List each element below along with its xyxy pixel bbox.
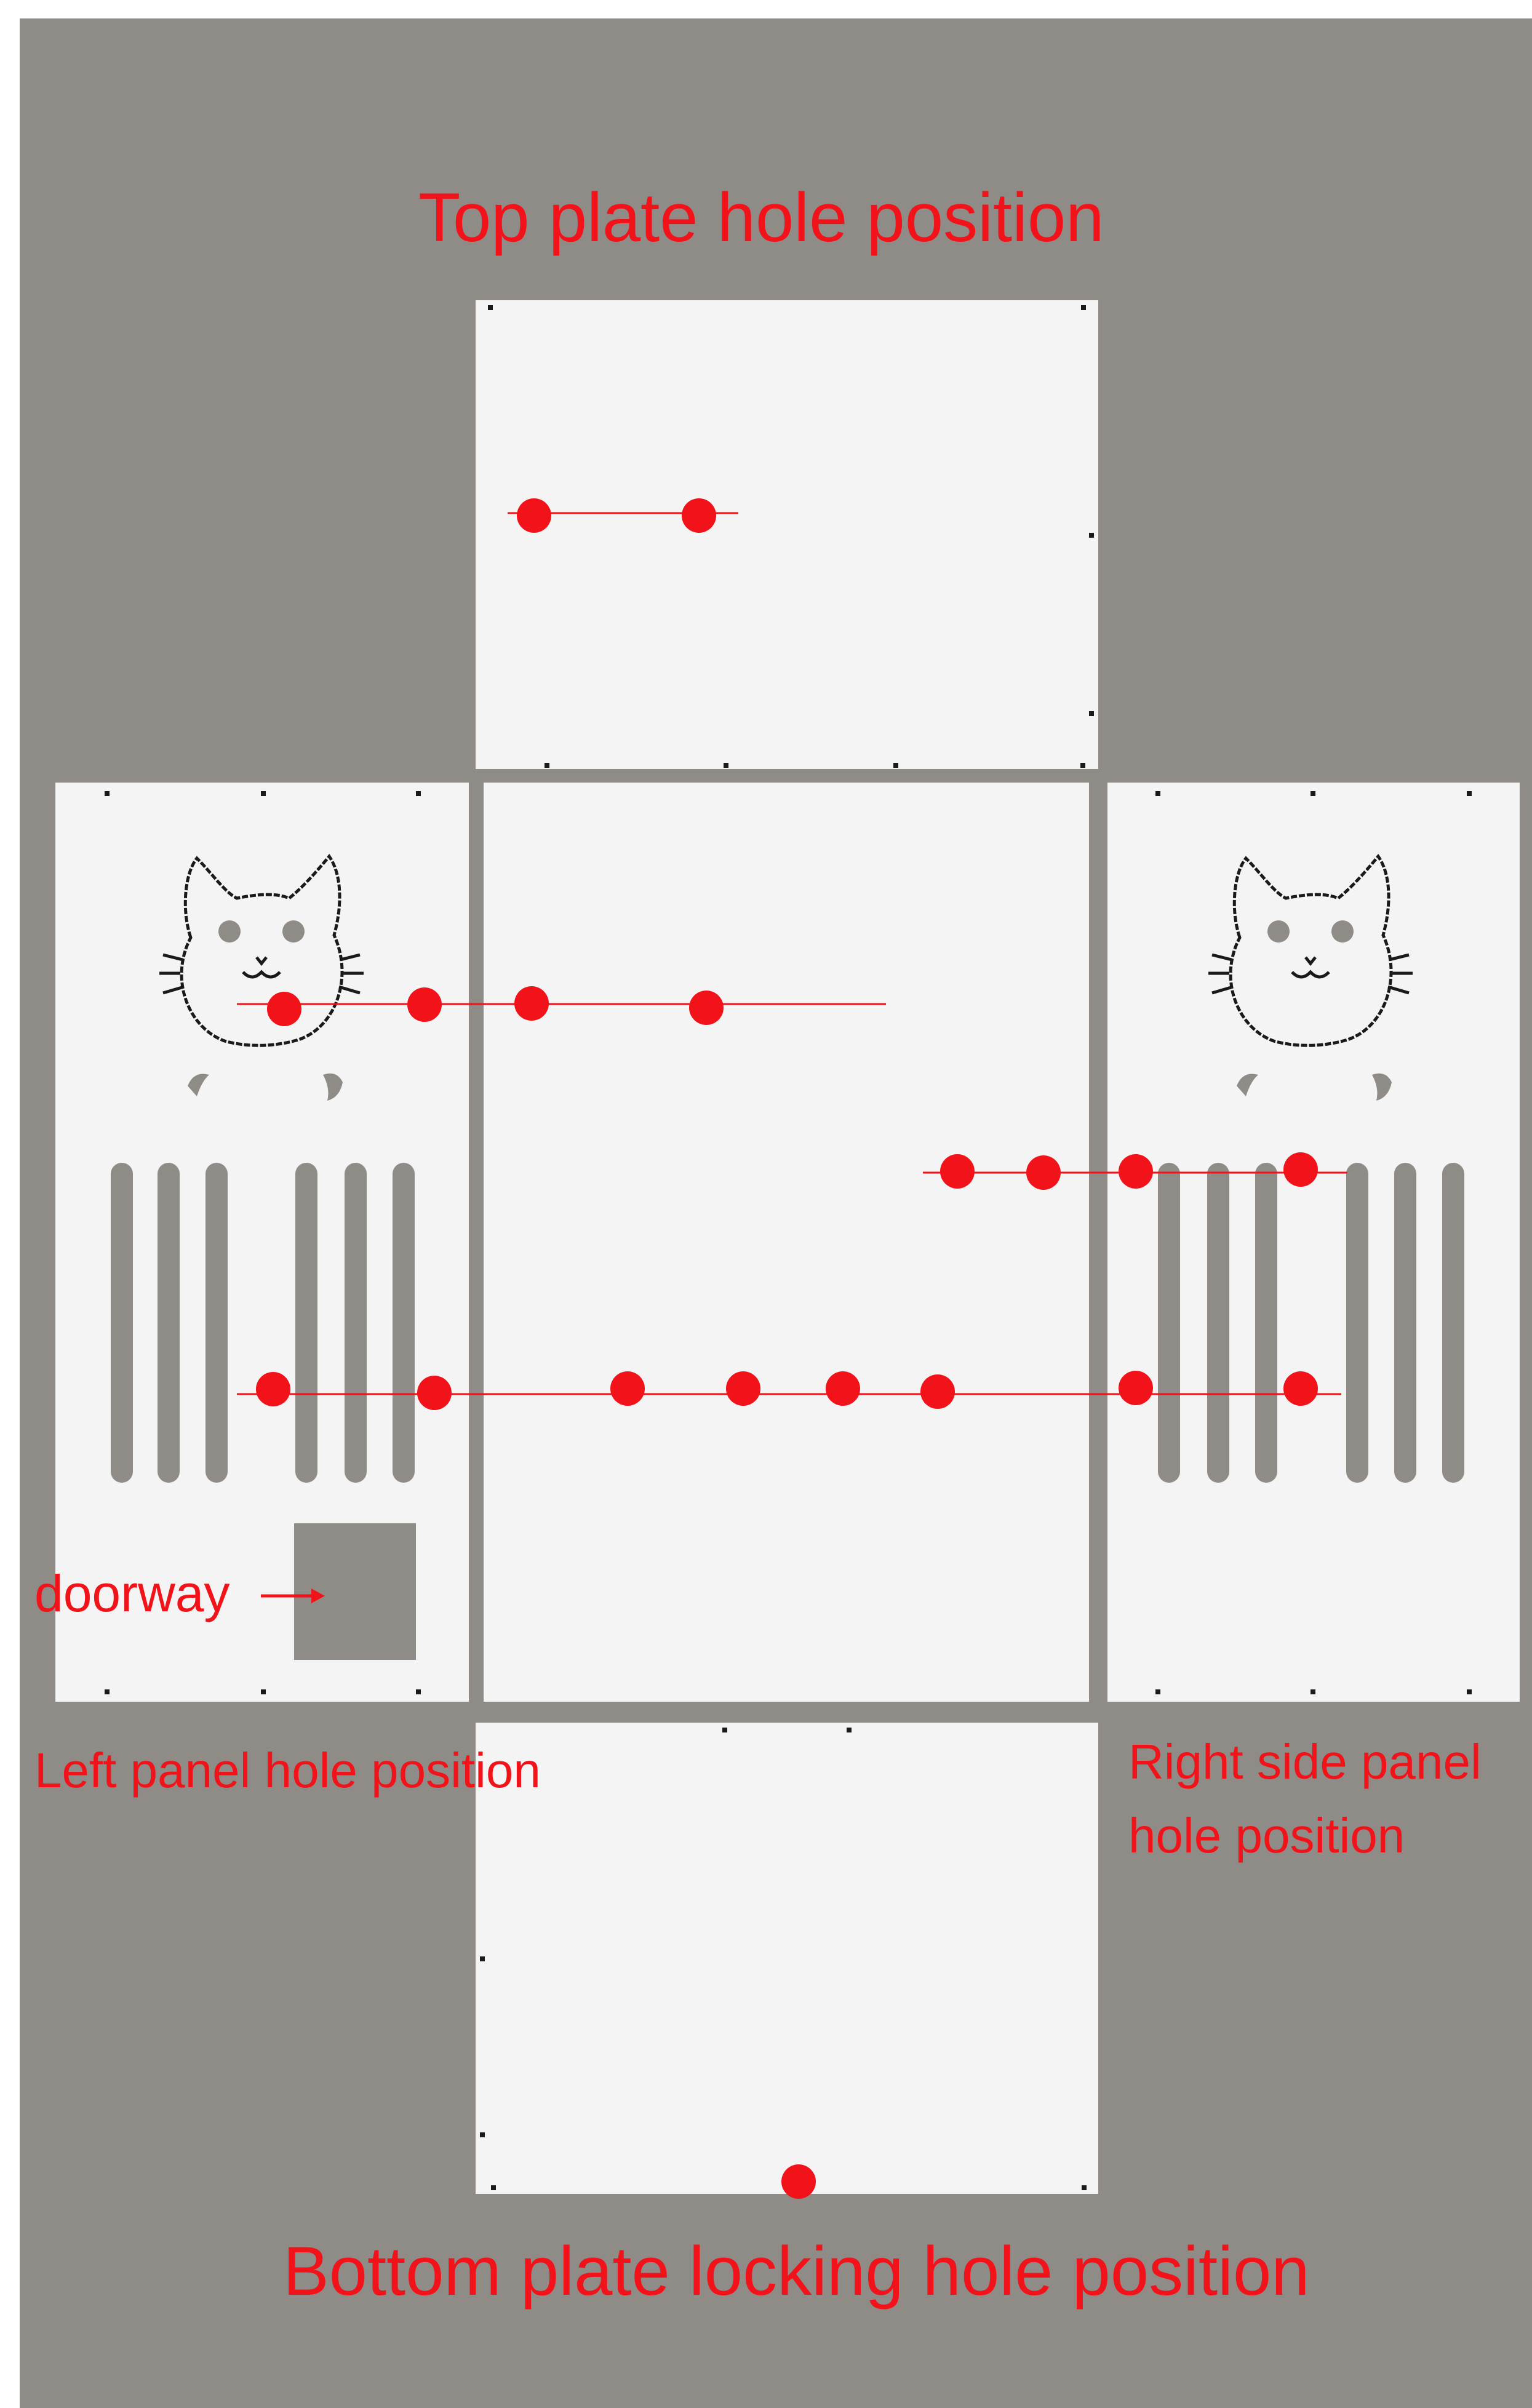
right-panel-caption-line2: hole position <box>1128 1808 1405 1863</box>
right-vent-slot <box>1346 1163 1368 1483</box>
bottom-plate-heading: Bottom plate locking hole position <box>283 2233 1310 2310</box>
left-vent-slot <box>158 1163 180 1483</box>
left-panel-caption: Left panel hole position <box>34 1743 541 1798</box>
right-panel-caption-line1: Right side panel <box>1128 1734 1482 1789</box>
doorway-opening <box>294 1523 416 1660</box>
left-vent-slot <box>111 1163 133 1483</box>
left-vent-slot <box>205 1163 228 1483</box>
right-vent-slot <box>1394 1163 1416 1483</box>
right-vent-slot <box>1442 1163 1464 1483</box>
doorway-label: doorway <box>34 1565 230 1622</box>
right-vent-slot <box>1158 1163 1180 1483</box>
top-plate-heading: Top plate hole position <box>418 179 1104 256</box>
back-panel <box>484 783 1089 1702</box>
left-vent-slot <box>345 1163 367 1483</box>
left-vent-slot <box>393 1163 415 1483</box>
right-vent-slot <box>1207 1163 1229 1483</box>
left-vent-slot <box>295 1163 317 1483</box>
bottom-plate-panel <box>476 1723 1098 2194</box>
right-vent-slot <box>1255 1163 1277 1483</box>
top-plate-panel <box>476 300 1098 769</box>
